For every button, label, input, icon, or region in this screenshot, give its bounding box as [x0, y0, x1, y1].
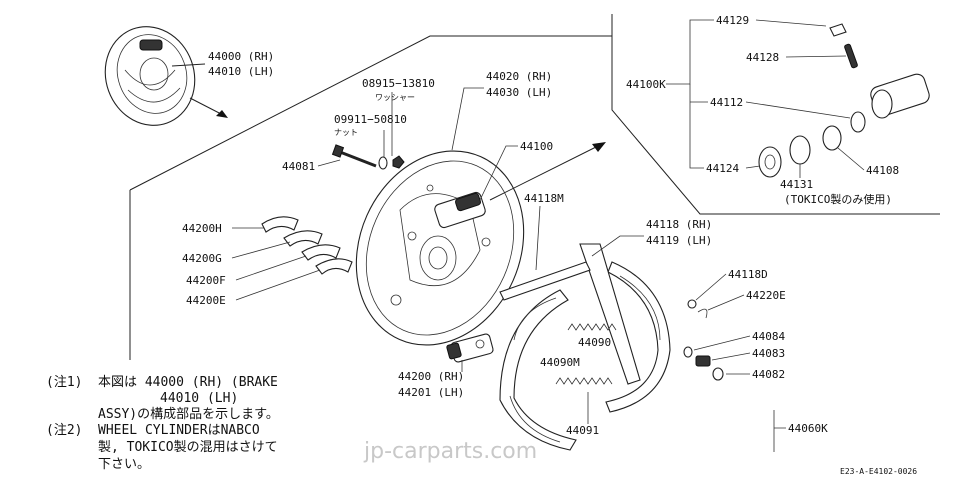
- label-44060K: 44060K: [788, 422, 828, 435]
- lining-set: [261, 216, 353, 275]
- label-44100: 44100: [520, 140, 553, 153]
- note1-line3: ASSY)の構成部品を示します。: [98, 407, 279, 422]
- note2-line2: 製, TOKICO製の混用はさけて: [98, 440, 278, 455]
- label-44090: 44090: [578, 336, 611, 349]
- label-nut: ナット: [334, 128, 358, 137]
- part-44118D: [687, 299, 697, 309]
- backing-plate: [355, 150, 525, 346]
- label-44010: 44010 (LH): [208, 65, 274, 78]
- label-44124: 44124: [706, 162, 739, 175]
- label-44118D: 44118D: [728, 268, 768, 281]
- arrow-head-icon: [592, 142, 606, 152]
- label-44128: 44128: [746, 51, 779, 64]
- label-44129: 44129: [716, 14, 749, 27]
- label-44030: 44030 (LH): [486, 86, 552, 99]
- note1-tag: (注1): [46, 375, 82, 390]
- label-44084: 44084: [752, 330, 785, 343]
- part-44082: [712, 367, 724, 381]
- note1-line1: 本図は 44000 (RH) (BRAKE: [98, 375, 278, 390]
- note2-line3: 下さい。: [98, 457, 150, 472]
- spring-44091: [555, 377, 613, 385]
- wheel-cylinder-exploded: [758, 23, 930, 178]
- label-44118rh: 44118 (RH): [646, 218, 712, 231]
- label-44200H: 44200H: [182, 222, 222, 235]
- label-44108: 44108: [866, 164, 899, 177]
- wheel-cylinder-small: [446, 333, 494, 363]
- label-44112: 44112: [710, 96, 743, 109]
- label-44090M: 44090M: [540, 356, 580, 369]
- notes-block: (注1) 本図は 44000 (RH) (BRAKE 44010 (LH) AS…: [46, 375, 279, 472]
- brake-shoe-front: [499, 289, 577, 451]
- label-44000: 44000 (RH): [208, 50, 274, 63]
- watermark: jp-carparts.com: [363, 439, 537, 464]
- label-44200G: 44200G: [182, 252, 222, 265]
- label-44131: 44131: [780, 178, 813, 191]
- note2-tag: (注2): [46, 423, 82, 438]
- note2-line1: WHEEL CYLINDERはNABCO: [98, 423, 260, 438]
- label-washer: ワッシャー: [375, 93, 415, 102]
- bolt-44081: [331, 144, 377, 168]
- nut-part: [392, 155, 405, 169]
- label-44081: 44081: [282, 160, 315, 173]
- label-44082: 44082: [752, 368, 785, 381]
- label-44118M: 44118M: [524, 192, 564, 205]
- label-44083: 44083: [752, 347, 785, 360]
- label-44100K: 44100K: [626, 78, 666, 91]
- clip-44220E: [697, 308, 708, 319]
- label-44200E: 44200E: [186, 294, 226, 307]
- label-44020: 44020 (RH): [486, 70, 552, 83]
- label-44119lh: 44119 (LH): [646, 234, 712, 247]
- brake-assy-thumbnail: [104, 26, 228, 126]
- label-tokico-only: (TOKICO製のみ使用): [784, 192, 892, 206]
- label-09911: 09911−50810: [334, 113, 407, 126]
- label-44200F: 44200F: [186, 274, 226, 287]
- label-44220E: 44220E: [746, 289, 786, 302]
- spring-44090: [567, 323, 617, 331]
- label-44201lh: 44201 (LH): [398, 386, 464, 399]
- note1-line2: 44010 (LH): [160, 391, 238, 406]
- label-44091: 44091: [566, 424, 599, 437]
- part-44084: [683, 346, 693, 358]
- part-44083: [695, 355, 711, 367]
- parking-lever: [579, 243, 641, 385]
- arrow-head-icon: [216, 110, 228, 118]
- label-44200rh: 44200 (RH): [398, 370, 464, 383]
- adjuster-strut: [499, 261, 591, 301]
- washer-part: [378, 156, 388, 170]
- frame-lines: [129, 14, 940, 360]
- label-08915: 08915−13810: [362, 77, 435, 90]
- brake-shoe-rear: [605, 261, 671, 413]
- figure-code: E23-A-E4102-0026: [840, 467, 917, 476]
